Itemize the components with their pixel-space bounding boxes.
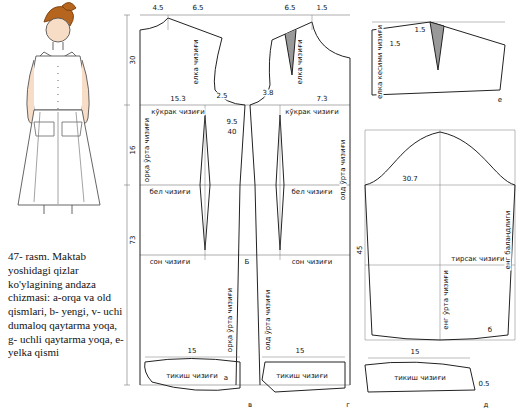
dimension-label: 0.5	[477, 381, 490, 388]
dimension-label: 15	[295, 348, 306, 355]
dimension-label: кўкрак чизиғи	[284, 109, 339, 116]
dimension-label: е	[497, 97, 503, 104]
dimension-label: 6.5	[191, 5, 204, 12]
dimension-label: 16	[130, 145, 137, 156]
dimension-label: д	[483, 402, 490, 409]
dimension-label: тикиш чизиғи	[165, 373, 219, 380]
dimension-label: 15	[410, 349, 421, 356]
girl-illustration	[18, 2, 100, 214]
dimension-label: бел чизиғи	[149, 189, 192, 196]
dimension-label: елка чизиғи	[297, 38, 304, 85]
dimension-label: елка чизиғи	[193, 38, 200, 85]
dimension-label: 73	[130, 235, 137, 246]
dimension-label: 3.8	[261, 90, 274, 97]
bodice-pattern	[124, 15, 350, 385]
collar-patterns	[145, 357, 475, 392]
dimension-label: олд ўрта чизиғи	[265, 289, 272, 352]
dimension-label: бел чизиғи	[291, 189, 334, 196]
dimension-label: кўкрак чизиғи	[150, 109, 205, 116]
dimension-label: сон чизиғи	[149, 259, 192, 266]
dimension-label: 15	[187, 348, 198, 355]
dimension-label: орқа ўрта чизиғи	[144, 117, 151, 183]
dimension-label: олд ўрта чизиғи	[340, 139, 347, 202]
dimension-label: тикиш чизиғи	[393, 375, 447, 382]
dimension-label: а	[223, 375, 229, 382]
dimension-label: 9.5	[225, 119, 238, 126]
dimension-label: 30	[130, 55, 137, 66]
dimension-label: тирсак чизиғи	[450, 256, 505, 263]
dimension-label: 2.5	[215, 93, 228, 100]
sleeve-pattern	[365, 130, 515, 340]
dimension-label: 45	[357, 245, 364, 256]
dimension-label: 7.3	[315, 96, 328, 103]
dimension-label: г	[345, 402, 351, 409]
dimension-label: 40	[227, 129, 238, 136]
dimension-label: тикиш чизиғи	[275, 373, 329, 380]
dimension-label: 1.5	[413, 27, 426, 34]
dimension-label: 4.5	[151, 5, 164, 12]
figure-caption: 47- rasm. Maktab yoshidagi qizlar ko'yla…	[8, 250, 126, 360]
dimension-label: 6.5	[283, 5, 296, 12]
dimension-label: енг ўрта чизиғи	[443, 269, 450, 331]
dimension-label: б	[487, 327, 493, 334]
dimension-label: в	[247, 402, 253, 409]
dimension-label: Б	[244, 259, 251, 266]
dimension-label: 15.3	[169, 96, 187, 103]
dimension-label: 1.5	[388, 41, 401, 48]
dimension-label: енг баландлиги	[505, 210, 512, 271]
dimension-label: 30.7	[401, 176, 419, 183]
dimension-label: елка кесими чизиғи	[377, 24, 384, 100]
dimension-label: сон чизиғи	[291, 259, 334, 266]
dimension-label: 1.5	[315, 5, 328, 12]
yoke-pattern	[372, 22, 505, 95]
dimension-label: орқа ўрта чизиғи	[227, 287, 234, 353]
